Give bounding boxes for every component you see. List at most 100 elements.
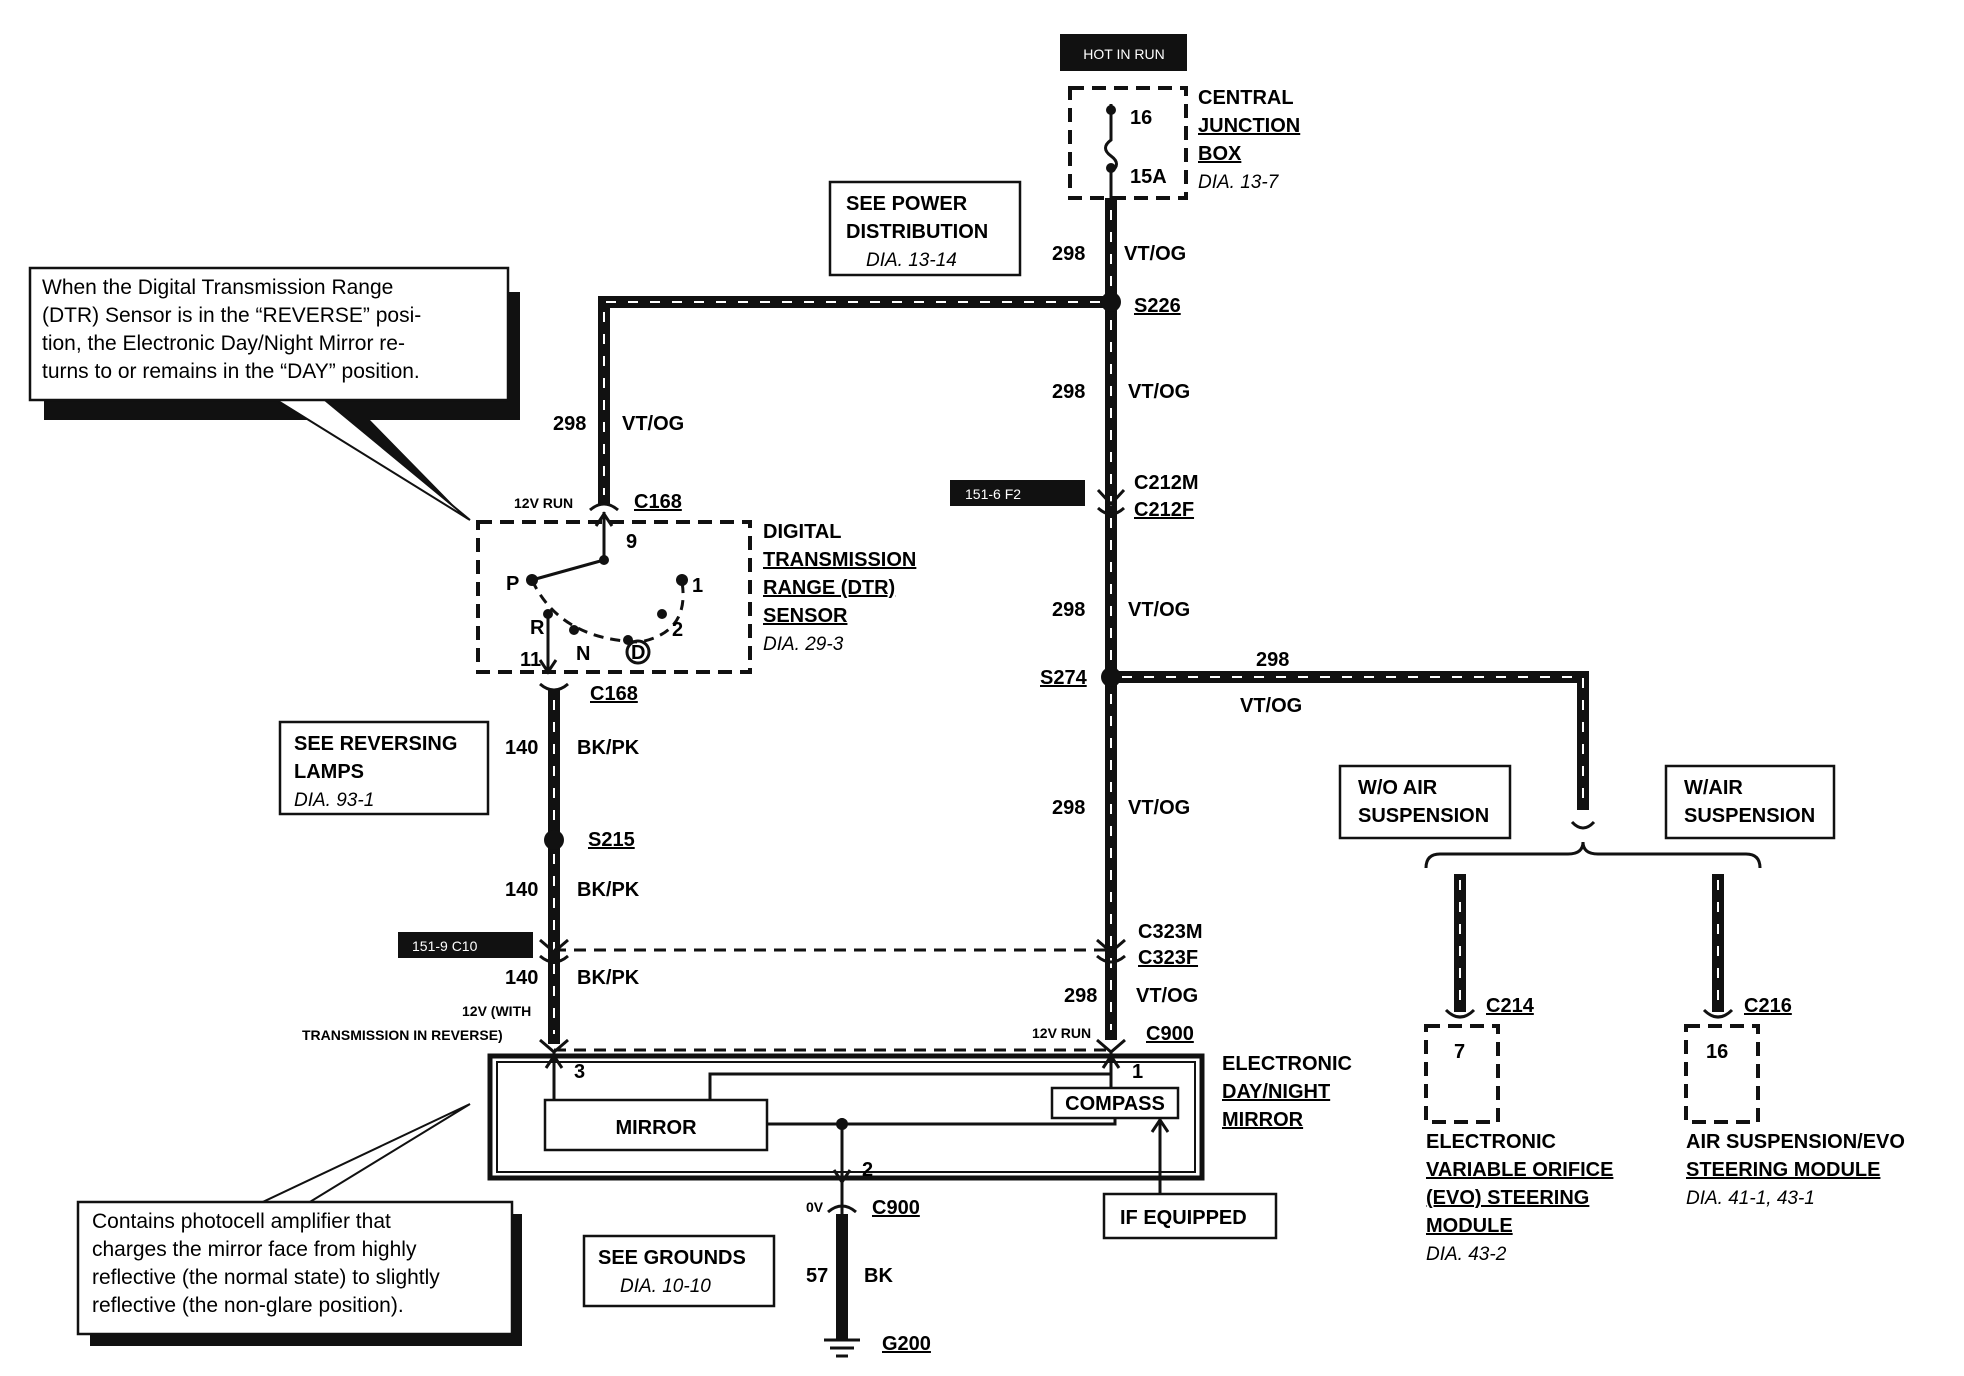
svg-text:W/O AIR: W/O AIR [1358,777,1438,799]
splice-s226 [1101,292,1121,312]
svg-text:TRANSMISSION IN REVERSE): TRANSMISSION IN REVERSE) [302,1027,503,1043]
svg-text:C216: C216 [1744,995,1792,1017]
fuse-amperage: 15A [1130,166,1167,188]
svg-text:140: 140 [505,967,538,989]
svg-text:12V (WITH: 12V (WITH [462,1003,531,1019]
svg-text:3: 3 [574,1061,585,1083]
connector-c212 [1096,488,1126,516]
svg-text:140: 140 [505,737,538,759]
svg-text:VT/OG: VT/OG [1128,599,1190,621]
svg-text:STEERING MODULE: STEERING MODULE [1686,1159,1880,1181]
dtr-note-line3: tion, the Electronic Day/Night Mirror re… [42,332,405,355]
cjb-title-2: JUNCTION [1198,115,1300,137]
wo-air-box [1338,764,1512,840]
see-power-box [828,180,1022,277]
svg-text:W/AIR: W/AIR [1684,777,1743,799]
svg-text:S274: S274 [1040,667,1088,689]
svg-text:Contains photocell amplifier t: Contains photocell amplifier that [92,1210,391,1233]
svg-text:BK/PK: BK/PK [577,967,640,989]
compass-block [1050,1086,1180,1120]
svg-text:DIA. 41-1, 43-1: DIA. 41-1, 43-1 [1686,1188,1815,1209]
svg-text:ELECTRONIC: ELECTRONIC [1222,1053,1352,1075]
svg-text:1: 1 [692,575,703,597]
svg-text:0V: 0V [806,1199,824,1215]
svg-text:C168: C168 [590,683,638,705]
svg-text:298: 298 [1052,797,1085,819]
svg-text:11: 11 [520,649,541,671]
evo-module-box [1424,1024,1500,1124]
svg-text:BK/PK: BK/PK [577,879,640,901]
mirror-label: MIRROR [615,1117,697,1139]
dtr-sensor-box [476,520,752,674]
svg-text:SUSPENSION: SUSPENSION [1684,805,1815,827]
svg-text:VT/OG: VT/OG [1128,797,1190,819]
hot-in-run-tag [1060,34,1187,71]
cjb-title-3: BOX [1198,143,1242,165]
see-power-line1: SEE POWER [846,193,968,215]
svg-text:C212F: C212F [1134,499,1194,521]
svg-text:VT/OG: VT/OG [1136,985,1198,1007]
svg-text:(EVO) STEERING: (EVO) STEERING [1426,1187,1589,1209]
photocell-note-box [76,1200,514,1336]
svg-text:VARIABLE ORIFICE: VARIABLE ORIFICE [1426,1159,1613,1181]
splice-s215 [544,830,564,850]
svg-text:DIA. 43-2: DIA. 43-2 [1426,1244,1507,1265]
svg-text:S226: S226 [1134,295,1181,317]
svg-text:LAMPS: LAMPS [294,761,364,783]
svg-text:VT/OG: VT/OG [1128,381,1190,403]
central-junction-box [1068,86,1188,200]
mirror-block [543,1098,769,1152]
svg-text:ELECTRONIC: ELECTRONIC [1426,1131,1556,1153]
wire-298-to-dtr [598,296,1111,505]
svg-text:BK: BK [864,1265,893,1287]
fuse-symbol [1104,104,1118,200]
fuse-number: 16 [1130,107,1152,129]
svg-text:2: 2 [672,619,683,641]
if-equipped-box [1102,1192,1278,1240]
svg-text:1: 1 [1132,1061,1143,1083]
svg-text:140: 140 [505,879,538,901]
svg-text:C168: C168 [634,491,682,513]
svg-text:7: 7 [1454,1041,1465,1063]
svg-text:298: 298 [1064,985,1097,1007]
svg-text:DIA. 10-10: DIA. 10-10 [620,1276,711,1297]
ground-symbol [824,1338,860,1358]
cjb-title-1: CENTRAL [1198,87,1294,109]
svg-text:N: N [576,643,590,665]
svg-text:SUSPENSION: SUSPENSION [1358,805,1489,827]
cjb-reference: DIA. 13-7 [1198,172,1280,193]
svg-text:SEE REVERSING: SEE REVERSING [294,733,457,755]
connector-c168-top [589,502,619,512]
svg-text:reflective (the non-glare posi: reflective (the non-glare position). [92,1294,404,1317]
svg-text:12V RUN: 12V RUN [1032,1025,1091,1041]
svg-text:DAY/NIGHT: DAY/NIGHT [1222,1081,1330,1103]
svg-text:AIR SUSPENSION/EVO: AIR SUSPENSION/EVO [1686,1131,1905,1153]
svg-text:VT/OG: VT/OG [1240,695,1302,717]
svg-text:C323M: C323M [1138,921,1202,943]
svg-text:298: 298 [1052,381,1085,403]
svg-text:57: 57 [806,1265,828,1287]
svg-text:DIA. 93-1: DIA. 93-1 [294,790,374,811]
svg-text:S215: S215 [588,829,635,851]
see-reversing-box [278,720,490,816]
svg-text:VT/OG: VT/OG [1124,243,1186,265]
svg-text:9: 9 [626,531,637,553]
svg-text:DIGITAL: DIGITAL [763,521,842,543]
svg-text:MODULE: MODULE [1426,1215,1513,1237]
dtr-note-box [28,266,510,402]
svg-text:G200: G200 [882,1333,931,1355]
svg-text:2: 2 [862,1159,873,1181]
ref-tag-151-9 [398,932,533,958]
svg-text:151-9 C10: 151-9 C10 [412,938,478,954]
dtr-note-line4: turns to or remains in the “DAY” positio… [42,360,420,383]
svg-text:IF EQUIPPED: IF EQUIPPED [1120,1207,1247,1229]
svg-text:C900: C900 [1146,1023,1194,1045]
svg-text:298: 298 [553,413,586,435]
svg-text:RANGE (DTR): RANGE (DTR) [763,577,895,599]
svg-text:298: 298 [1052,243,1085,265]
v12-run-dtr: 12V RUN [514,495,573,511]
svg-text:D: D [631,642,645,664]
compass-label: COMPASS [1065,1093,1165,1115]
svg-text:C900: C900 [872,1197,920,1219]
